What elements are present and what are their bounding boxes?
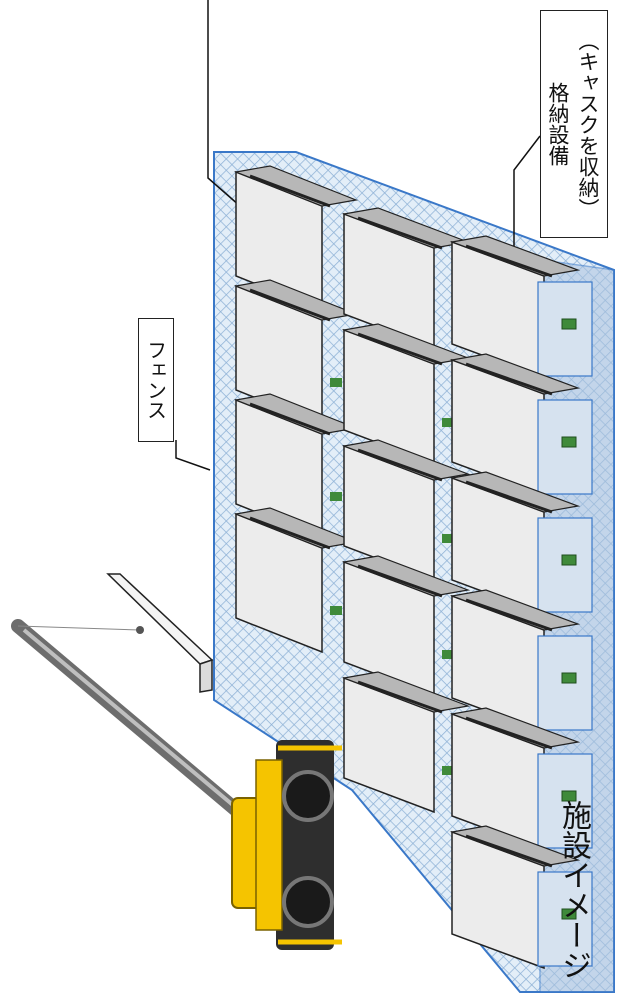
door-marker: [562, 673, 576, 683]
page-title: 施設イメージ: [556, 800, 591, 980]
door-marker: [330, 492, 342, 501]
crane-boom-highlight: [24, 630, 246, 816]
fence-label-text: フェンス: [142, 340, 171, 420]
storage-facility-label: 格納設備 （キャスクを収納）: [540, 10, 608, 238]
truck-deck: [256, 760, 282, 930]
crane-hook-cable: [18, 626, 140, 630]
loose-beam: [108, 574, 212, 664]
door-marker: [562, 555, 576, 565]
storage-label-line2: （キャスクを収納）: [573, 30, 603, 219]
crane-hook: [136, 626, 144, 634]
door-marker: [330, 606, 342, 615]
loose-beam-end: [200, 660, 212, 692]
door-marker: [330, 378, 342, 387]
door-marker: [562, 437, 576, 447]
fence-label: フェンス: [138, 318, 174, 442]
door-marker: [562, 319, 576, 329]
fence-leader-line: [176, 440, 210, 470]
front-wheel: [284, 772, 332, 820]
rear-wheel: [284, 878, 332, 926]
storage-label-line1: 格納設備: [543, 82, 573, 166]
